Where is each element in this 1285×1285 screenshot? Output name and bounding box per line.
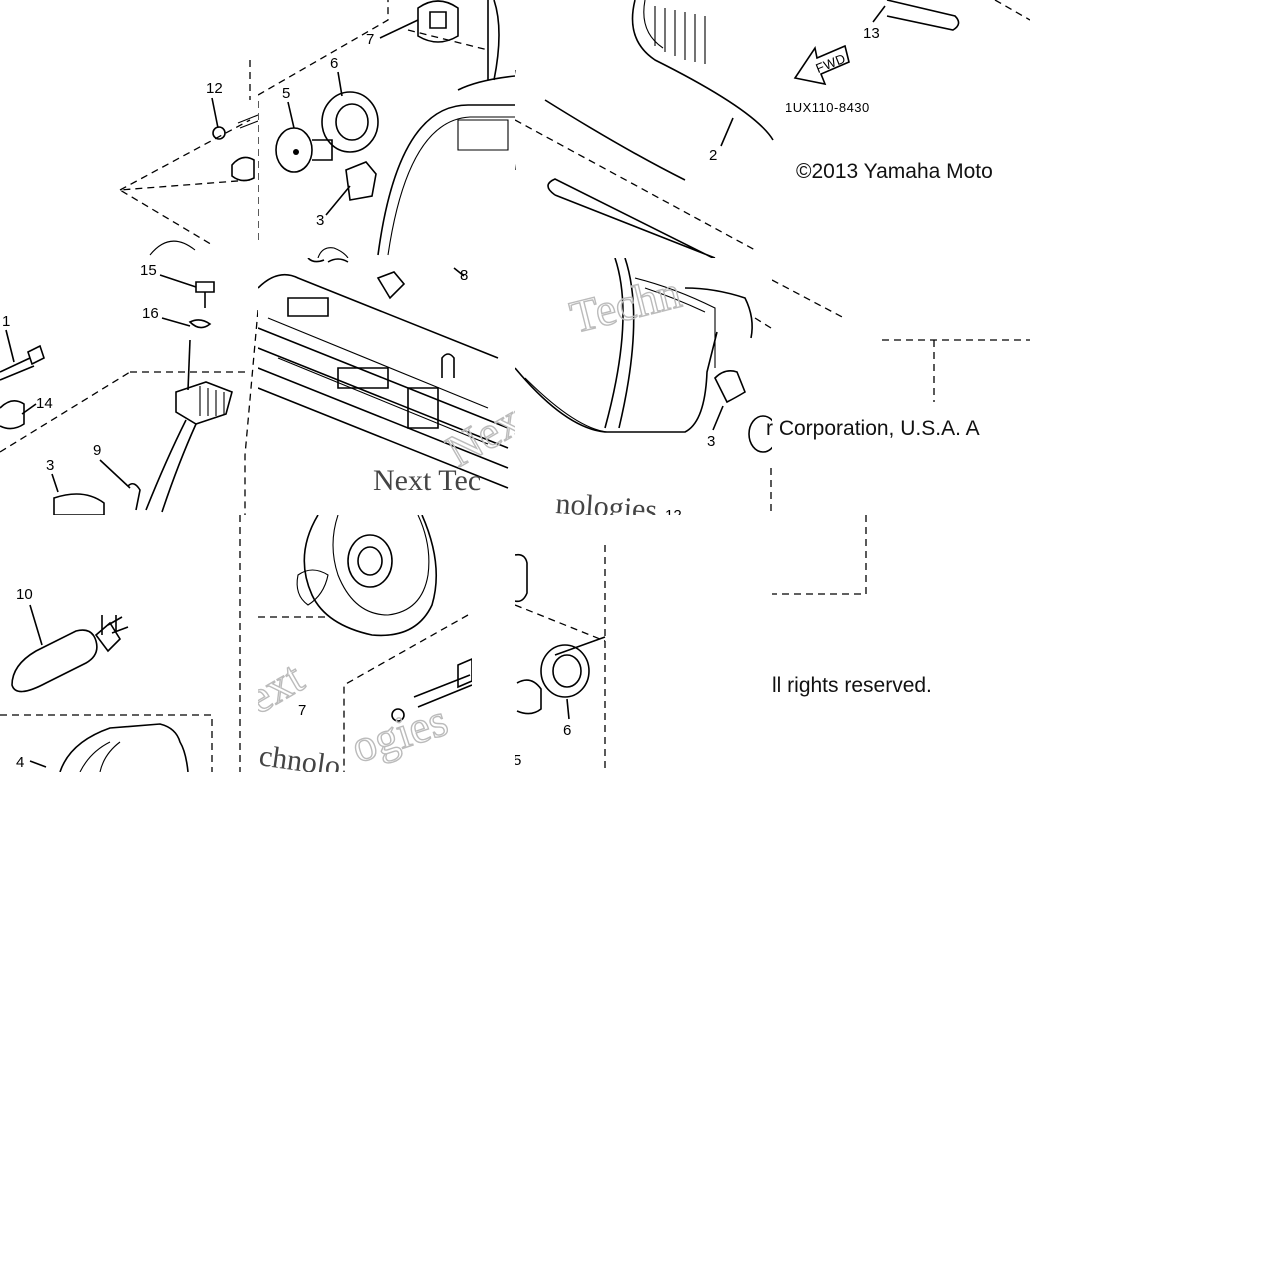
watermark-nologies: nologies: [555, 487, 659, 515]
fwd-label: FWD: [813, 51, 847, 77]
callout-6-lower: 6: [563, 722, 571, 739]
callout-9: 9: [93, 442, 101, 459]
fwd-arrow-icon: FWD: [793, 44, 850, 86]
callout-2: 2: [709, 147, 717, 164]
callout-12-right: 12: [665, 507, 682, 515]
diagram-tile-top-middle: 7 6 5 3: [258, 0, 515, 258]
callout-12: 12: [206, 80, 223, 97]
callout-3-right: 3: [707, 433, 715, 450]
diagram-tile-bottom-left: 10 4: [0, 515, 258, 772]
callout-10: 10: [16, 586, 33, 603]
callout-5: 5: [282, 85, 290, 102]
diagram-tile-middle: 8 Next Tec Next Tec: [258, 258, 515, 515]
copyright-line-2: r Corporation, U.S.A. A: [766, 417, 980, 440]
watermark-next-tec: Next Tec: [373, 464, 481, 497]
diagram-tile-right-bracket: [772, 258, 1030, 318]
callout-13: 13: [863, 25, 880, 42]
copyright-line-3: ll rights reserved.: [772, 674, 932, 697]
diagram-tile-bottom-middle: 7 ext chnolo ogies: [258, 515, 472, 772]
copyright-line-1: ©2013 Yamaha Moto: [796, 160, 993, 183]
callout-3-upper: 3: [316, 212, 324, 229]
diagram-code: 1UX110-8430: [785, 100, 870, 115]
watermark-techn: Techn: [565, 266, 686, 343]
diagram-tile-right-dashes: [772, 330, 1030, 600]
callout-6: 6: [330, 55, 338, 72]
callout-16: 16: [142, 305, 159, 322]
diagram-tile-top-left: 12 15 16 1 14 3 9: [0, 0, 258, 515]
diagram-tile-bottom-right: 6 5: [515, 515, 610, 772]
callout-15: 15: [140, 262, 157, 279]
callout-14: 14: [36, 395, 53, 412]
callout-7-lower: 7: [298, 702, 306, 719]
watermark-next: Next Tec: [438, 350, 516, 477]
callout-3: 3: [46, 457, 54, 474]
watermark-ogies: ogies: [345, 694, 453, 772]
watermark-chnolo: chnolo: [258, 739, 342, 772]
callout-7: 7: [366, 31, 374, 48]
callout-4: 4: [16, 754, 24, 771]
callout-5-lower: 5: [515, 752, 521, 769]
callout-1: 1: [2, 313, 10, 330]
diagram-tile-middle-right: 3 Techn nologies 12: [515, 258, 772, 515]
diagram-tile-top-right: 13 FWD 1UX110-8430 2: [515, 0, 1030, 258]
